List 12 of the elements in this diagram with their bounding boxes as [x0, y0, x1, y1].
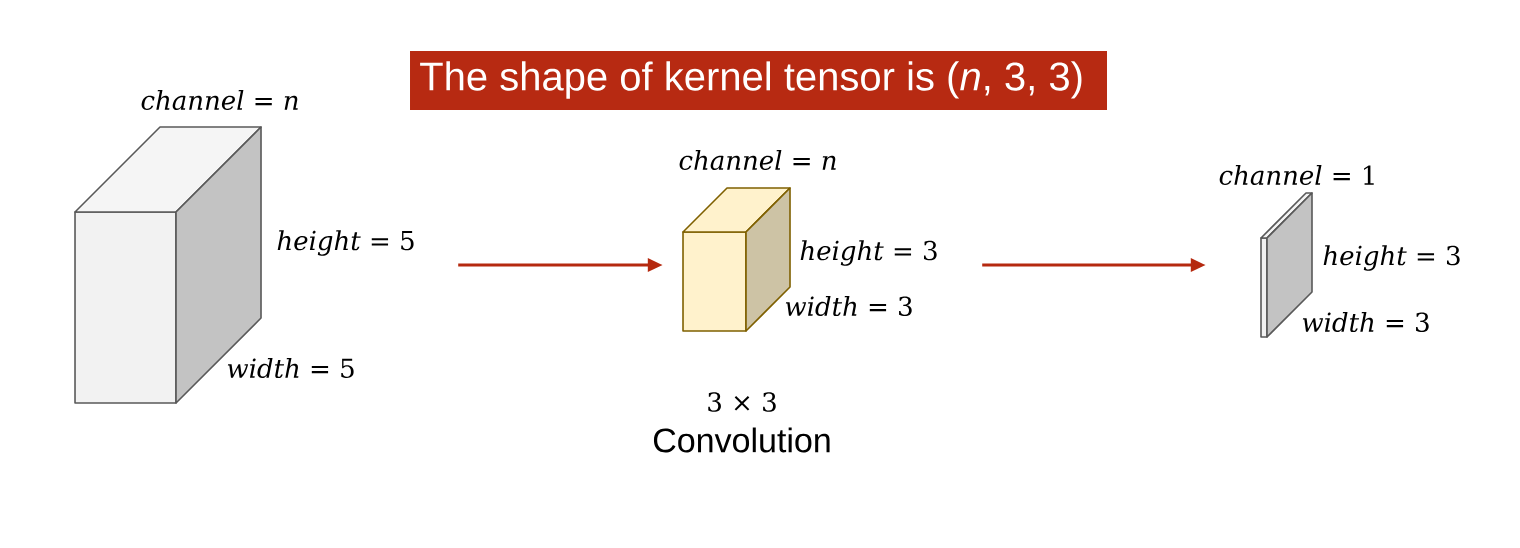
caption-text: Convolution: [653, 427, 830, 453]
title-banner: The shape of kernel tensor is (n, 3, 3): [410, 51, 1107, 110]
dimension-label: height = 3: [800, 240, 937, 266]
dimension-label: channel = 1: [1219, 164, 1374, 186]
dimension-label: channel = n: [679, 149, 836, 171]
dimension-label: channel = n: [141, 89, 298, 111]
dimension-label: width = 5: [227, 357, 354, 379]
dimension-label: height = 3: [1323, 245, 1460, 271]
caption-text: 3 × 3: [708, 392, 776, 412]
dimension-label: width = 3: [785, 295, 912, 317]
dimension-label: height = 5: [277, 230, 414, 256]
dimension-label: width = 3: [1302, 311, 1429, 333]
